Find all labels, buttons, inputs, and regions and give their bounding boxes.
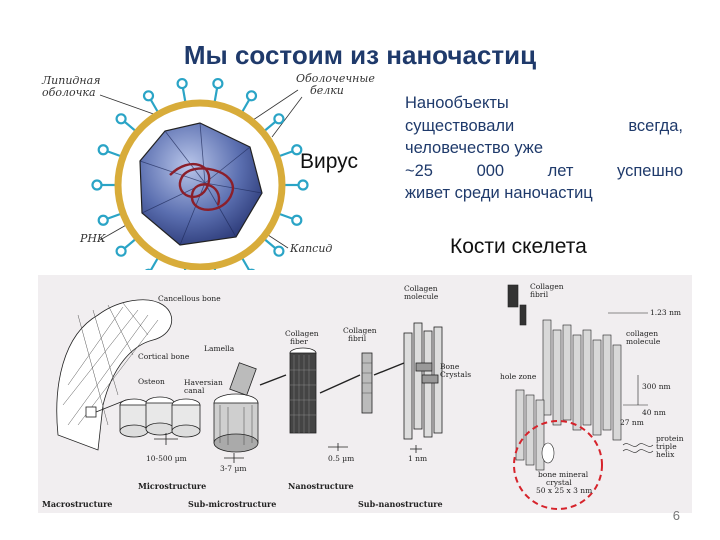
paragraph-word: успешно	[617, 161, 683, 180]
envelope-spike	[278, 150, 293, 158]
label-scale-molecule: 1 nm	[408, 454, 428, 463]
bone-hierarchy-drawing	[56, 284, 654, 510]
envelope-spike-head	[245, 90, 258, 102]
page-number: 6	[672, 508, 680, 523]
label-haversian-1: Haversian	[184, 378, 223, 387]
envelope-spike-head	[273, 113, 285, 125]
label-bone-crystals-2: Crystals	[440, 370, 472, 379]
label-mineral-1: bone mineral	[538, 470, 589, 479]
label-collagen-molecule-2: molecule	[404, 292, 439, 301]
envelope-spike-head	[115, 245, 127, 257]
label-right-collagen-molecule-2: molecule	[626, 337, 661, 346]
label-collagen-fiber-2: fiber	[290, 337, 308, 346]
paragraph-word: существовали	[405, 116, 515, 135]
virus-diagram	[91, 77, 309, 270]
envelope-spike	[263, 238, 276, 249]
label-40nm: 40 nm	[642, 408, 666, 417]
label-scale-macro: 10-500 µm	[146, 454, 187, 463]
label-protein-1: protein	[656, 434, 684, 443]
envelope-spike	[241, 257, 250, 270]
envelope-spike-head	[97, 144, 109, 156]
envelope-spike	[213, 88, 219, 103]
label-macrostructure: Macrostructure	[42, 499, 113, 509]
label-scale-fibril: 0.5 µm	[328, 454, 355, 463]
label-lipid-envelope-2: оболочка	[42, 86, 96, 99]
label-collagen-molecule-1: Collagen	[404, 284, 438, 293]
envelope-spike	[107, 150, 122, 158]
label-capsid: Капсид	[290, 242, 333, 255]
label-envelope-proteins-2: белки	[310, 84, 344, 97]
envelope-spike-head	[97, 214, 109, 226]
virus-illustration: Липидная оболочка Оболочечные белки РНК …	[40, 65, 380, 270]
envelope-spike	[241, 99, 250, 113]
label-haversian-2: canal	[184, 386, 205, 395]
envelope-spike-head	[91, 179, 103, 191]
envelope-spike	[278, 212, 293, 220]
envelope-spike	[150, 257, 159, 270]
envelope-spike-head	[176, 77, 188, 90]
label-300nm: 300 nm	[642, 382, 671, 391]
envelope-spike-head	[115, 113, 127, 125]
paragraph-word: лет	[547, 161, 574, 180]
paragraph-line: человечество уже	[405, 139, 543, 157]
label-collagen-fibril-1: Collagen	[343, 326, 377, 335]
paragraph-word: ~25	[405, 161, 433, 180]
paragraph-line: ~25 000 лет успешно	[405, 160, 683, 183]
label-nanostructure: Nanostructure	[288, 481, 354, 491]
label-collagen-fiber-1: Collagen	[285, 329, 319, 338]
label-27nm: 27 nm	[620, 418, 644, 427]
paragraph-line: существовали всегда,	[405, 115, 683, 138]
label-lamella: Lamella	[204, 344, 235, 353]
envelope-spike	[107, 212, 122, 220]
envelope-spike-head	[291, 214, 303, 226]
label-hole-zone: hole zone	[500, 372, 537, 381]
envelope-spike	[181, 88, 187, 103]
label-123nm: 1.23 nm	[650, 308, 682, 317]
label-scale-micro: 3-7 µm	[220, 464, 247, 473]
label-envelope-proteins-1: Оболочечные	[296, 72, 375, 85]
label-rna: РНК	[80, 232, 106, 245]
envelope-spike-head	[297, 179, 309, 191]
envelope-spike-head	[291, 144, 303, 156]
label-sub-nanostructure: Sub-nanostructure	[358, 499, 443, 509]
envelope-spike	[124, 238, 137, 249]
label-sub-microstructure: Sub-microstructure	[188, 499, 277, 509]
label-mineral-3: 50 x 25 x 3 nm	[536, 486, 593, 495]
label-bone-crystals-1: Bone	[440, 362, 460, 371]
slide-title: Мы состоим из наночастиц	[183, 40, 537, 70]
envelope-spike	[124, 121, 137, 132]
label-collagen-fibril-2: fibril	[348, 334, 367, 343]
label-right-collagen-molecule-1: collagen	[626, 329, 659, 338]
nanoobjects-paragraph: Нанообъекты существовали всегда, человеч…	[405, 92, 683, 205]
bones-heading: Кости скелета	[450, 235, 587, 258]
bone-structure-diagram: Cancellous bone Cortical bone Osteon Hav…	[38, 275, 692, 513]
envelope-spike	[150, 99, 159, 113]
envelope-spike-head	[212, 77, 224, 90]
envelope-spike-head	[142, 90, 155, 102]
paragraph-line: живет среди наночастиц	[405, 184, 593, 202]
envelope-spike	[263, 121, 276, 132]
paragraph-word: 000	[476, 161, 505, 180]
label-protein-3: helix	[656, 450, 675, 459]
paragraph-line: Нанообъекты	[405, 94, 509, 112]
label-protein-2: triple	[656, 442, 677, 451]
label-cortical-bone: Cortical bone	[138, 352, 190, 361]
label-osteon: Osteon	[138, 377, 165, 386]
label-cancellous-bone: Cancellous bone	[158, 294, 221, 303]
label-right-collagen-fibril-2: fibril	[530, 290, 549, 299]
label-lipid-envelope-1: Липидная	[42, 74, 101, 87]
virus-heading: Вирус	[300, 150, 358, 173]
paragraph-word: всегда,	[628, 116, 683, 135]
label-mineral-2: crystal	[546, 478, 572, 487]
envelope-spike-head	[273, 245, 285, 257]
label-right-collagen-fibril-1: Collagen	[530, 282, 564, 291]
label-microstructure: Microstructure	[138, 481, 207, 491]
